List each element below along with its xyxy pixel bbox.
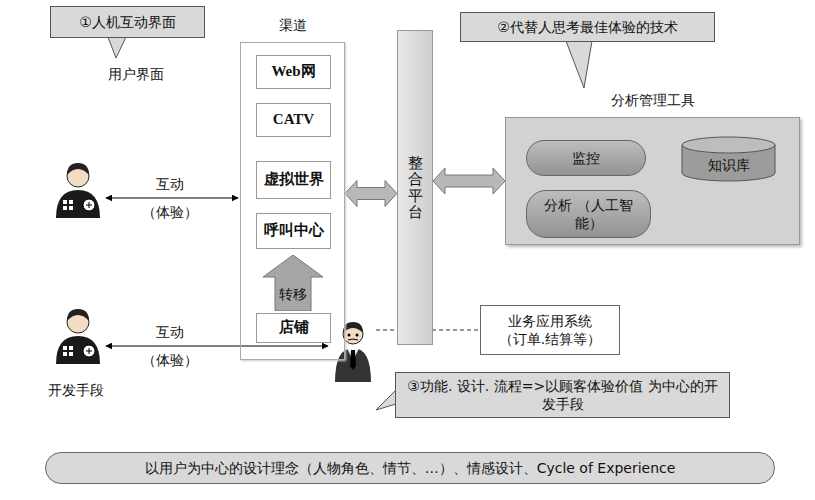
system-box: 业务应用系统 （订单.结算等） <box>480 305 620 355</box>
callout-box: ③功能. 设计. 流程=>以顾客体验价值 为中心的开发手段 <box>395 372 730 418</box>
channel-box: 呼叫中心 <box>256 213 331 249</box>
callout-box: ②代替人思考最佳体验的技术 <box>460 12 715 42</box>
tool-panel: 分析管理工具监控知识库分析 （人工智能） <box>505 117 800 245</box>
annotation-label: 互动 <box>156 324 184 341</box>
annotation-label: （体验） <box>142 204 198 221</box>
node-text: 监控 <box>572 149 600 167</box>
callout-tail <box>108 37 126 58</box>
arrow-shape <box>263 255 323 311</box>
annotation-label: 开发手段 <box>48 382 104 399</box>
channel-box: Web网 <box>256 55 331 89</box>
annotation-label: 互动 <box>156 176 184 193</box>
interaction-arrow <box>106 345 328 346</box>
callout-tail <box>566 41 592 88</box>
node-text: Web网 <box>271 62 315 82</box>
staff-icon <box>335 322 371 382</box>
node-text: 知识库 <box>708 156 750 174</box>
transfer-arrow: 转移 <box>263 255 323 311</box>
function-pill: 分析 （人工智能） <box>526 190 651 238</box>
channel-box: CATV <box>256 103 331 137</box>
node-text: ③功能. 设计. 流程=>以顾客体验价值 为中心的开发手段 <box>404 377 721 413</box>
user-icon <box>56 309 100 364</box>
channel-box: 虚拟世界 <box>256 161 331 199</box>
node-text: 虚拟世界 <box>264 170 324 190</box>
annotation-label: （体验） <box>142 352 198 369</box>
user-icon <box>56 163 100 218</box>
annotation-label: 用户界面 <box>108 66 164 83</box>
double-block-arrow <box>345 181 397 207</box>
function-pill: 监控 <box>526 140 646 176</box>
node-text: ①人机互动界面 <box>79 13 176 31</box>
node-text: 店铺 <box>279 318 309 338</box>
node-text: ②代替人思考最佳体验的技术 <box>497 18 678 36</box>
arrow-outline <box>263 255 323 311</box>
group-heading: 渠道 <box>221 17 364 35</box>
node-text: 转移 <box>279 285 307 303</box>
node-text: 整合平台 <box>408 155 423 221</box>
cylinder-top <box>682 137 775 153</box>
node-text: 分析 （人工智能） <box>539 196 638 232</box>
channel-box: 店铺 <box>256 313 331 343</box>
node-text: 呼叫中心 <box>264 221 324 241</box>
platform-bar: 整合平台 <box>397 30 433 345</box>
database-cylinder: 知识库 <box>681 136 776 182</box>
group-heading: 分析管理工具 <box>486 92 815 110</box>
node-text: CATV <box>273 110 314 130</box>
node-text: 业务应用系统 （订单.结算等） <box>495 312 605 348</box>
callout-tail <box>376 390 396 410</box>
callout-box: ①人机互动界面 <box>50 6 205 38</box>
interaction-arrow <box>106 197 238 198</box>
double-block-arrow <box>433 168 505 194</box>
node-text: 以用户为中心的设计理念（人物角色、情节、…）、情感设计、Cycle of Exp… <box>145 459 676 477</box>
channel-column: 渠道Web网CATV虚拟世界呼叫中心转移店铺 <box>240 42 345 360</box>
concept-band: 以用户为中心的设计理念（人物角色、情节、…）、情感设计、Cycle of Exp… <box>45 452 775 484</box>
